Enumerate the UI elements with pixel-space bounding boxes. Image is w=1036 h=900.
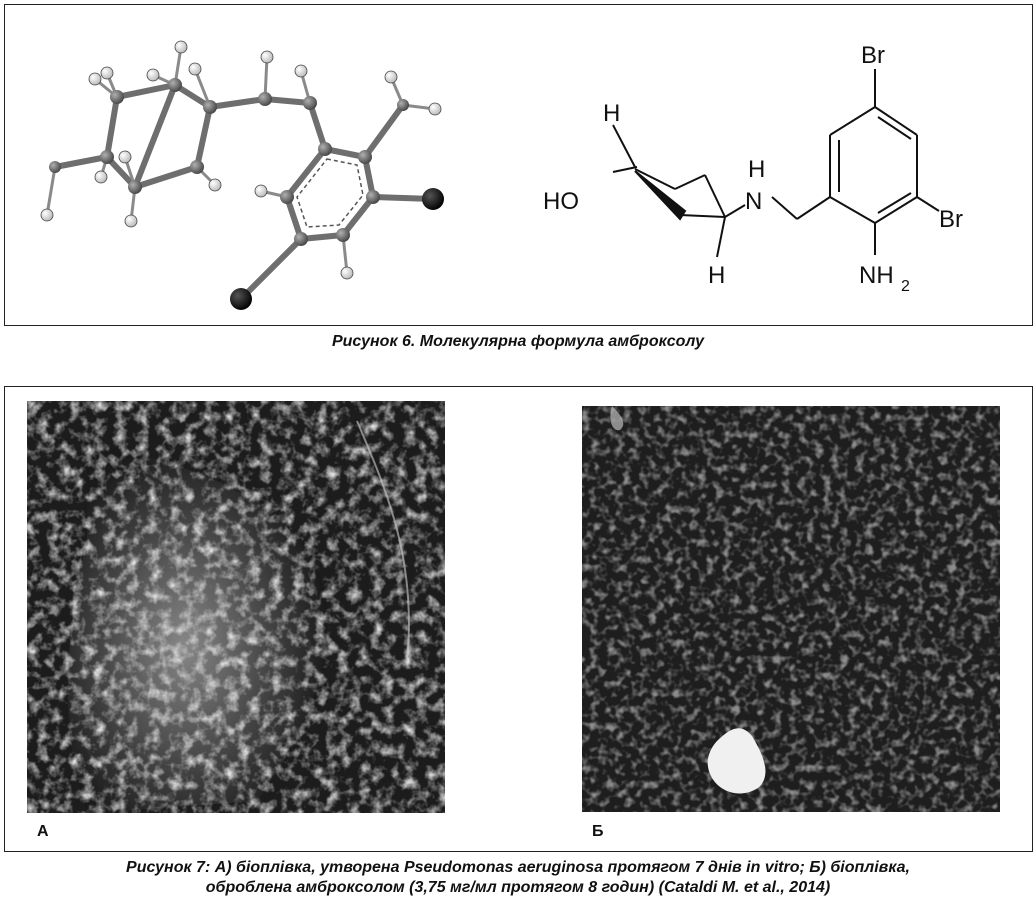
sem-image-panel-b [582,406,1000,812]
figure-7-caption-line-2: оброблена амброксолом (3,75 мг/мл протяг… [205,879,831,896]
debris-particle [707,728,766,794]
structural-formula: Br Br NH 2 H H HO N H [543,42,963,295]
panel-a-label: А [37,823,49,840]
model-br-atoms [230,188,444,310]
nh2-subscript: 2 [901,278,910,295]
nh-n-label: N [745,188,762,215]
ho-label: HO [543,188,579,215]
figure-6-frame: Br Br NH 2 H H HO N H [4,4,1033,326]
ball-and-stick-model [40,40,444,310]
model-h-atoms [40,40,442,280]
br-right-label: Br [939,206,963,233]
wedge-bond [634,170,687,221]
br-top-label: Br [861,42,885,69]
nh-h-label: H [748,156,765,183]
model-c-atoms [49,78,409,246]
h-bottom-label: H [708,262,725,289]
figure-7-caption-line-1: Рисунок 7: А) біоплівка, утворена Pseudo… [126,859,910,876]
figure-7-frame: А Б [4,386,1033,852]
sem-image-panel-a [27,401,445,813]
figure-7-caption: Рисунок 7: А) біоплівка, утворена Pseudo… [0,858,1036,898]
h-top-label: H [603,100,620,127]
figure-6-caption: Рисунок 6. Молекулярна формула амброксол… [331,333,705,350]
nh2-label: NH [859,262,894,289]
panel-b-label: Б [592,823,604,840]
